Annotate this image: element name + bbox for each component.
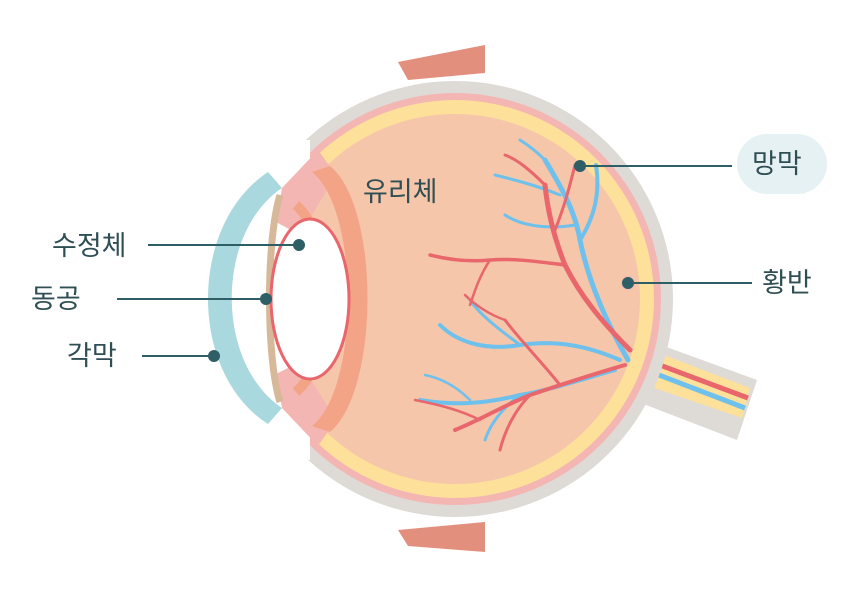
ciliary-body xyxy=(312,166,368,432)
leader-lines xyxy=(117,160,752,362)
label-vitreous: 유리체 xyxy=(363,177,438,208)
retina-label-pill xyxy=(737,134,827,194)
label-pupil: 동공 xyxy=(31,284,81,315)
label-macula: 황반 xyxy=(762,268,812,299)
lower-eye-muscle xyxy=(398,522,485,552)
label-retina: 망막 xyxy=(752,149,802,180)
upper-eye-muscle xyxy=(398,45,485,80)
label-cornea: 각막 xyxy=(67,341,117,372)
lens xyxy=(269,217,351,381)
retinal-vessels xyxy=(413,138,633,452)
label-lens: 수정체 xyxy=(52,231,127,262)
cornea xyxy=(208,172,282,424)
